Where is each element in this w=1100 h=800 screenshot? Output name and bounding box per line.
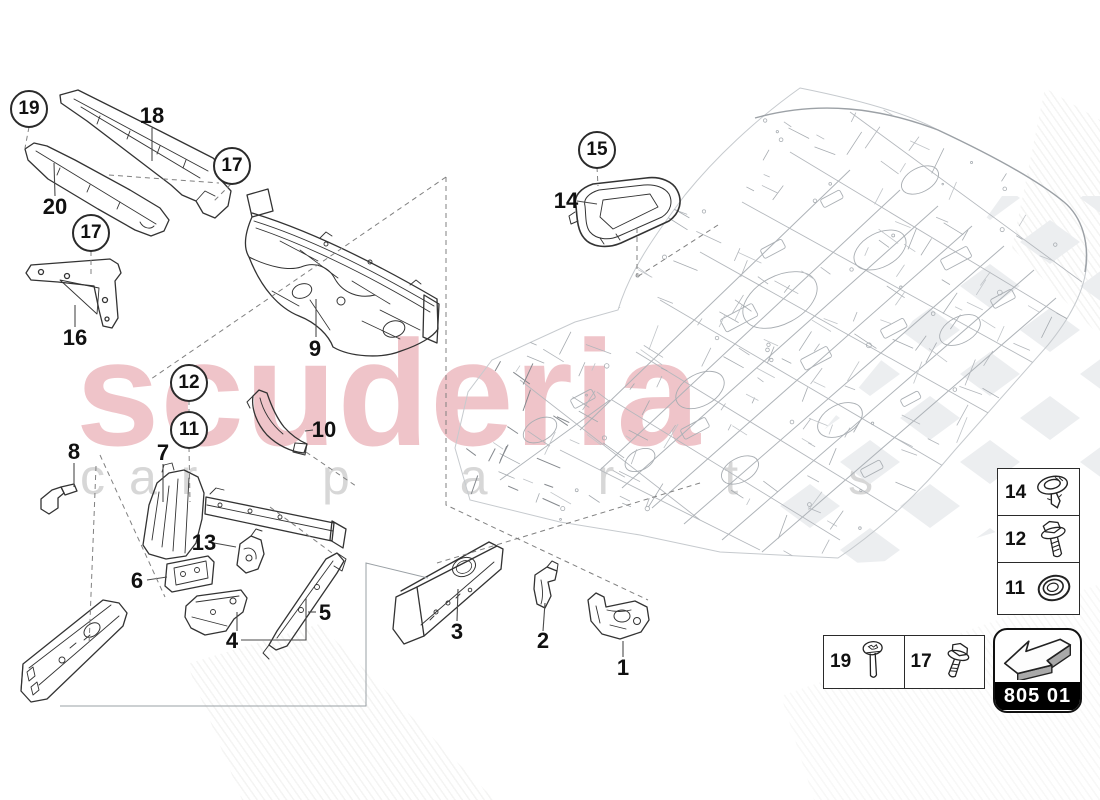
part-3-drawing (392, 541, 504, 645)
callout-4: 4 (225, 628, 239, 653)
part-20-drawing (24, 142, 170, 237)
flange-bolt-icon (1040, 520, 1066, 558)
legend-item-14: 14 (997, 468, 1080, 518)
callout-17: 17 (72, 214, 110, 252)
part-10-drawing (246, 389, 308, 456)
part-7-drawing (142, 462, 347, 560)
legend-item-label: 11 (1005, 577, 1026, 599)
part-13-drawing (236, 528, 265, 574)
callout-2: 2 (536, 628, 550, 653)
callout-8: 8 (67, 439, 81, 464)
part-2-drawing (533, 560, 559, 609)
legend-item-label: 19 (830, 651, 852, 672)
legend-item-17: 17 (903, 636, 985, 688)
part-16-drawing (25, 258, 122, 329)
callout-19: 19 (10, 90, 48, 128)
part-5-drawing (262, 552, 347, 660)
grommet-icon (1037, 574, 1071, 601)
callout-16: 16 (62, 325, 88, 350)
callout-11: 11 (170, 411, 208, 449)
diagram-code: 805 01 (995, 682, 1080, 710)
hex-screw-icon (947, 642, 969, 678)
part-1-drawing (587, 592, 650, 640)
legend-item-label: 17 (910, 651, 932, 672)
torx-screw-icon (862, 640, 883, 678)
callout-17: 17 (213, 147, 251, 185)
callout-7: 7 (156, 440, 170, 465)
part-9-drawing (244, 188, 440, 357)
brand-watermark-sub: car (80, 449, 222, 505)
callout-3: 3 (450, 619, 464, 644)
section-arrow-icon (1003, 638, 1071, 680)
assembly-dashed-lines (24, 126, 719, 647)
callout-13: 13 (191, 530, 217, 555)
legend-item-12: 12 (997, 515, 1080, 565)
part-8-drawing (40, 483, 78, 515)
sill-beam-drawing (20, 599, 128, 703)
part-6-drawing (164, 555, 215, 593)
callout-12: 12 (170, 364, 208, 402)
push-clip-icon (1037, 475, 1069, 509)
leader-lines (53, 128, 624, 707)
legend-item-11: 11 (997, 562, 1080, 615)
callout-1: 1 (616, 655, 630, 680)
part-4-drawing (184, 589, 248, 636)
callout-6: 6 (130, 568, 144, 593)
legend-item-19: 19 (824, 636, 904, 688)
callout-15: 15 (578, 131, 616, 169)
callout-5: 5 (318, 600, 332, 625)
callout-14: 14 (553, 188, 579, 213)
part-18-drawing (59, 89, 232, 219)
part-14-drawing (568, 176, 681, 248)
legend-item-label: 14 (1005, 482, 1027, 503)
legend-item-label: 12 (1005, 529, 1027, 550)
legend-bottom: 19 17 (823, 635, 985, 689)
callout-9: 9 (308, 336, 322, 361)
diagram-code-badge: 805 01 (993, 628, 1082, 713)
callout-10: 10 (311, 417, 337, 442)
callout-18: 18 (139, 103, 165, 128)
callout-20: 20 (42, 194, 68, 219)
